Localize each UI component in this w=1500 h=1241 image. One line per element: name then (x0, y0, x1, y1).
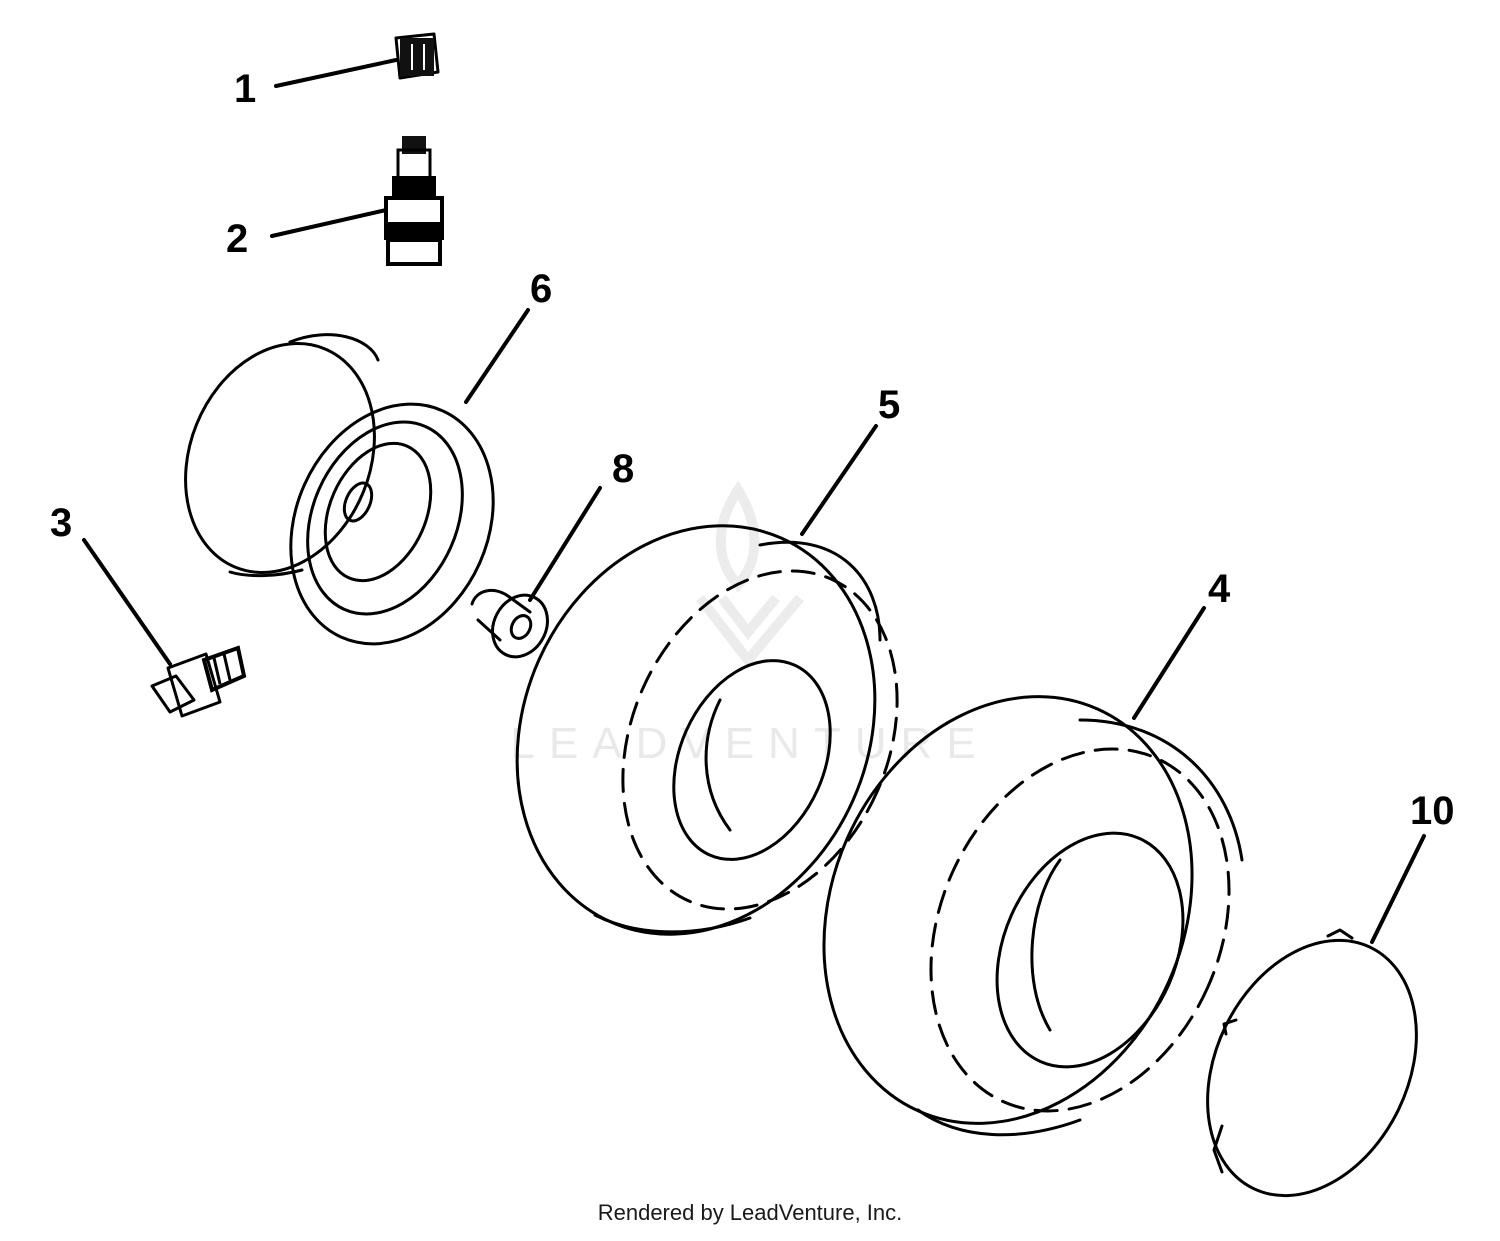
callout-labels: 1 2 3 4 5 6 8 10 (50, 67, 1455, 833)
watermark: LEADVENTURE (510, 480, 989, 768)
footer-credit: Rendered by LeadVenture, Inc. (597, 1200, 903, 1225)
callout-1: 1 (234, 67, 256, 111)
callout-10: 10 (1410, 789, 1455, 833)
callout-8: 8 (612, 447, 634, 491)
hub-cap-part[interactable] (1167, 905, 1457, 1230)
callout-5: 5 (878, 383, 900, 427)
bushing-part[interactable] (470, 586, 558, 667)
valve-cap-part[interactable] (394, 32, 440, 80)
wheel-rim-part[interactable] (152, 315, 530, 676)
valve-stem-part[interactable] (384, 136, 444, 266)
callout-6: 6 (530, 267, 552, 311)
tire-inner-part[interactable] (453, 468, 948, 992)
callout-3: 3 (50, 501, 72, 545)
watermark-text: LEADVENTURE (510, 719, 989, 768)
grease-fitting-part[interactable] (150, 645, 247, 718)
callout-2: 2 (226, 217, 248, 261)
tire-outer-part[interactable] (758, 637, 1285, 1182)
leadventure-flame-v-logo (696, 480, 804, 668)
callout-4: 4 (1208, 567, 1231, 611)
leader-lines (82, 58, 1426, 944)
